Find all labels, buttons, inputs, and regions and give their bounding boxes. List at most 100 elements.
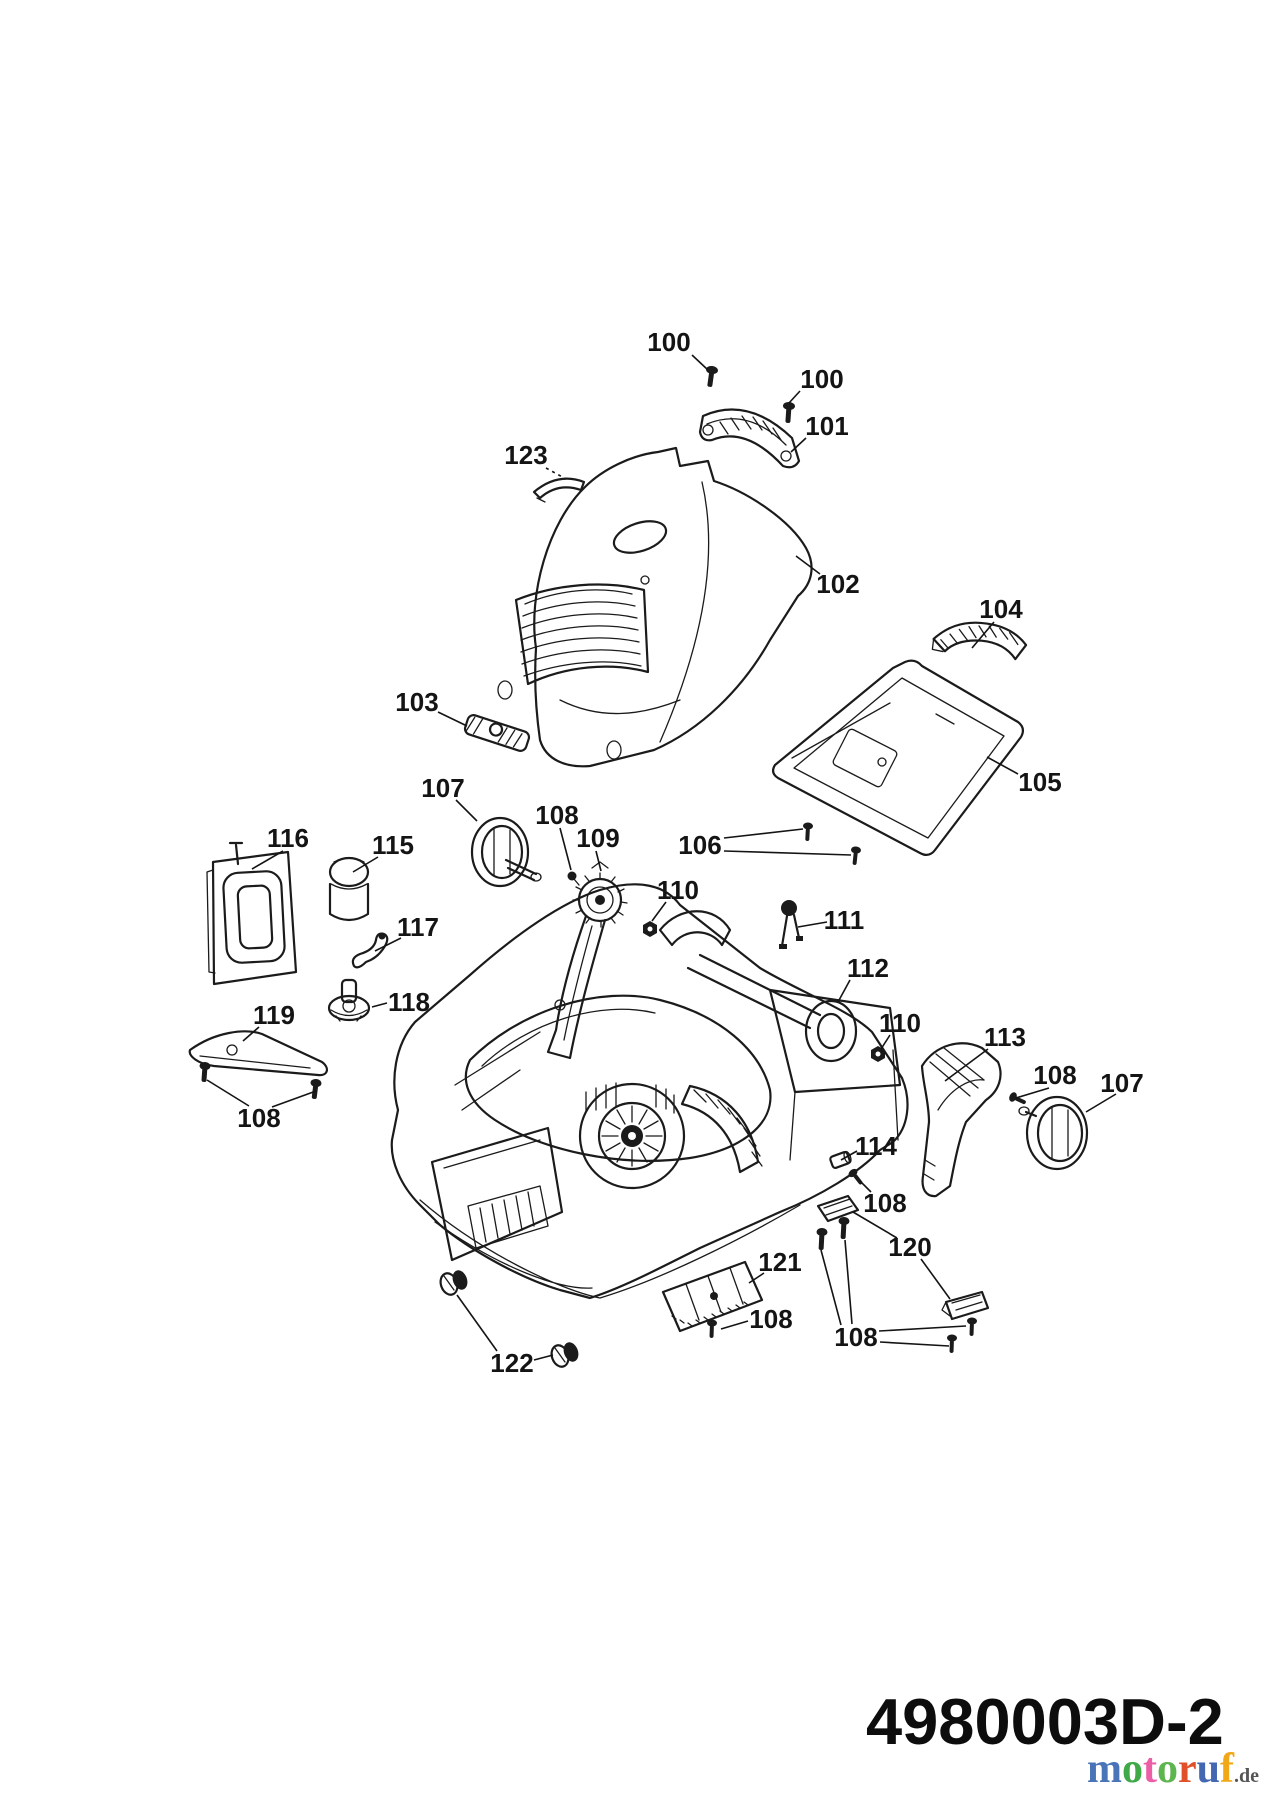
part-123-strip-drawing [532,477,586,503]
part-label-115: 115 [372,830,414,860]
part-111-bolt-drawing [779,900,803,949]
motoruf-logo-letters: motoruf [1087,1746,1234,1792]
leader-line-122 [456,1294,498,1352]
motoruf-logo-letter: f [1220,1746,1235,1792]
part-109-gear-lever-drawing [546,861,628,1060]
drawing-number: 4980003D-2 [866,1685,1224,1758]
screw-icon [967,1317,977,1336]
part-label-107: 107 [1100,1068,1143,1098]
part-120-bracket-drawing [816,1194,990,1321]
part-102-motor-hood-drawing [497,446,813,768]
part-label-110: 110 [657,875,699,905]
leader-line-108 [859,1180,872,1193]
motoruf-logo-letter: m [1087,1746,1122,1792]
leader-line-100 [788,390,801,404]
leader-line-108 [271,1090,317,1108]
part-116-panel-drawing [206,841,298,986]
part-122-clip-drawing [439,1270,579,1368]
part-label-109: 109 [576,823,619,853]
motoruf-logo-letter: o [1157,1746,1178,1792]
leader-line-107 [1085,1093,1117,1113]
leader-line-101 [790,437,807,453]
screw-icon [947,1334,957,1353]
part-label-103: 103 [395,687,438,717]
part-label-117: 117 [397,912,439,942]
leader-line-108 [559,827,572,871]
part-label-101: 101 [805,411,848,441]
screw-icon [706,365,718,387]
part-label-100: 100 [800,364,843,394]
leader-line-113 [944,1048,989,1082]
leader-line-108 [206,1079,250,1107]
leader-line-108 [720,1320,749,1330]
screw-icon [783,401,795,423]
part-104-grip-drawing [931,621,1028,661]
part-label-110: 110 [879,1008,921,1038]
leader-line-111 [797,921,828,928]
part-label-100: 100 [647,327,690,357]
screw-icon [310,1078,322,1099]
leader-line-121 [748,1272,765,1284]
leader-line-102 [795,555,821,575]
leader-line-103 [437,711,468,727]
part-110-nut-drawing [871,1046,885,1062]
part-label-108: 108 [1033,1060,1076,1090]
part-label-119: 119 [253,1000,295,1030]
part-118-knob-drawing [327,978,371,1022]
part-112-deck-housing-drawing [390,883,909,1300]
part-label-114: 114 [855,1131,897,1161]
part-101-grip-drawing [698,408,801,469]
leader-line-104 [971,621,995,649]
part-label-112: 112 [847,953,889,983]
part-label-108: 108 [237,1103,280,1133]
leader-line-108 [879,1341,950,1347]
part-label-106: 106 [678,830,721,860]
leader-line-120 [852,1211,898,1239]
part-label-102: 102 [816,569,859,599]
leader-line-100 [691,354,709,371]
leader-line-106 [723,828,804,839]
leader-line-117 [374,937,402,952]
leader-line-105 [986,756,1019,775]
screw-icon [803,822,813,841]
part-115-capacitor-drawing [328,856,370,922]
leader-line-118 [371,1002,388,1008]
part-119-bracket-drawing [188,1030,328,1077]
motoruf-logo: motoruf.de [1087,1748,1259,1790]
motoruf-logo-letter: u [1196,1746,1221,1792]
screw-icon [851,846,861,865]
part-label-121: 121 [758,1247,801,1277]
motoruf-logo-letter: r [1178,1746,1197,1792]
screw-icon [707,1319,717,1338]
leader-line-120 [920,1258,951,1300]
part-label-108: 108 [535,800,578,830]
part-label-118: 118 [388,987,430,1017]
leader-line-122 [533,1354,554,1361]
leader-line-108 [820,1249,842,1326]
leader-line-116 [251,850,284,870]
part-107-wheel-left-drawing [470,816,542,888]
part-label-104: 104 [979,594,1023,624]
leader-line-106 [723,850,852,856]
part-107-wheel-right-drawing [1018,1095,1089,1171]
part-105-flap-drawing [771,659,1025,857]
part-label-120: 120 [888,1232,931,1262]
screw-icon [838,1216,850,1240]
motoruf-logo-letter: t [1143,1746,1157,1792]
leader-line-108 [878,1325,967,1332]
part-label-105: 105 [1018,767,1061,797]
part-label-116: 116 [267,823,309,853]
leader-line-109 [595,850,602,872]
motoruf-logo-suffix: .de [1234,1765,1260,1787]
leader-line-123 [545,467,567,480]
motoruf-logo-letter: o [1122,1746,1143,1792]
leader-line-107 [455,799,478,822]
part-label-107: 107 [421,773,464,803]
screw-icon [1009,1092,1026,1105]
leader-line-119 [242,1026,260,1042]
leader-line-110 [880,1034,891,1050]
part-label-108: 108 [834,1322,877,1352]
part-110-nut-drawing [643,921,657,937]
